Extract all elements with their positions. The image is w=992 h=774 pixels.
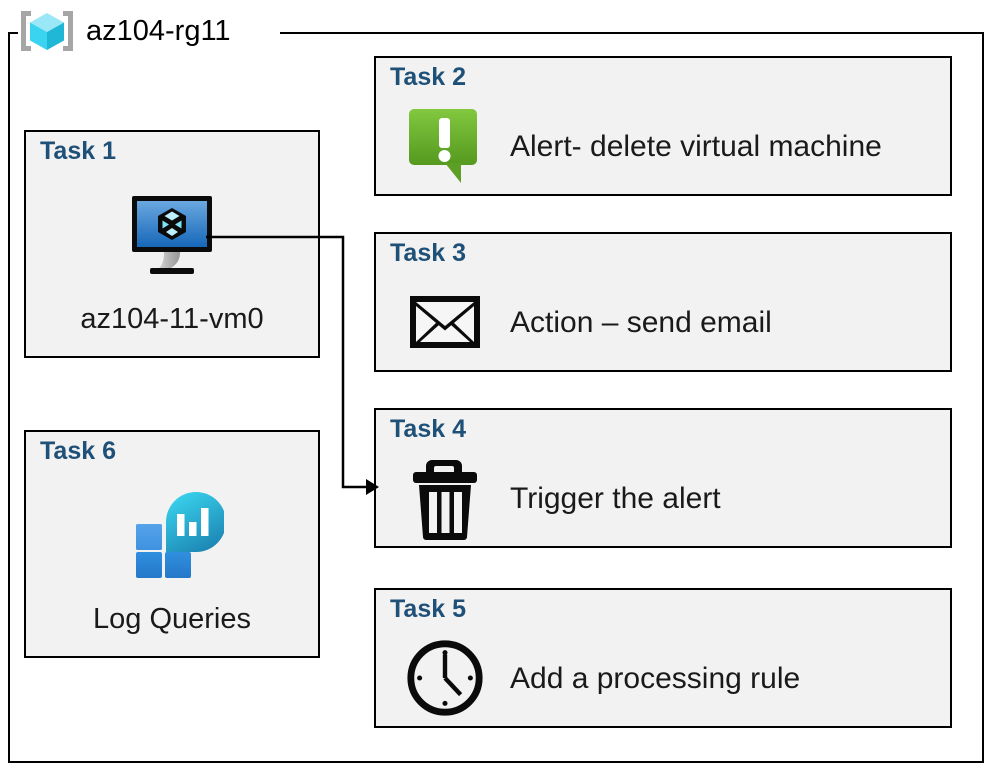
task2-row: Alert- delete virtual machine — [404, 100, 936, 192]
task3-text: Action – send email — [510, 305, 772, 339]
task-label: Task 2 — [390, 63, 466, 91]
task-label: Task 5 — [390, 595, 466, 623]
virtual-machine-icon — [26, 188, 318, 280]
task-label: Task 6 — [40, 437, 116, 465]
resource-group-frame-title-gap — [18, 24, 280, 42]
task5-text: Add a processing rule — [510, 661, 801, 695]
task4-row: Trigger the alert — [404, 452, 936, 544]
task5-row: Add a processing rule — [404, 632, 936, 724]
task3-row: Action – send email — [404, 276, 936, 368]
trash-delete-icon — [404, 454, 486, 542]
task6-caption: Log Queries — [93, 603, 251, 635]
task-label: Task 1 — [40, 137, 116, 165]
email-envelope-icon — [404, 278, 486, 366]
log-analytics-icon — [26, 488, 318, 580]
resource-group-header: az104-rg11 — [16, 6, 231, 56]
clock-icon — [404, 634, 486, 722]
task2-text: Alert- delete virtual machine — [510, 129, 882, 163]
task4-text: Trigger the alert — [510, 481, 721, 515]
resource-group-cube-icon — [16, 7, 78, 55]
card-task6[interactable]: Task 6 — [24, 430, 320, 658]
card-task5[interactable]: Task 5 Add a processing rule — [374, 588, 952, 728]
task-label: Task 4 — [390, 415, 466, 443]
task1-caption: az104-11-vm0 — [80, 303, 264, 335]
card-task4[interactable]: Task 4 Trigger the alert — [374, 408, 952, 548]
card-task1[interactable]: Task 1 — [24, 130, 320, 358]
alert-callout-icon — [404, 102, 486, 190]
card-task2[interactable]: Task 2 Alert- delete virtual machin — [374, 56, 952, 196]
resource-group-frame — [8, 32, 984, 763]
resource-group-name: az104-rg11 — [86, 14, 231, 47]
card-task3[interactable]: Task 3 Action – send email — [374, 232, 952, 372]
task-label: Task 3 — [390, 239, 466, 267]
